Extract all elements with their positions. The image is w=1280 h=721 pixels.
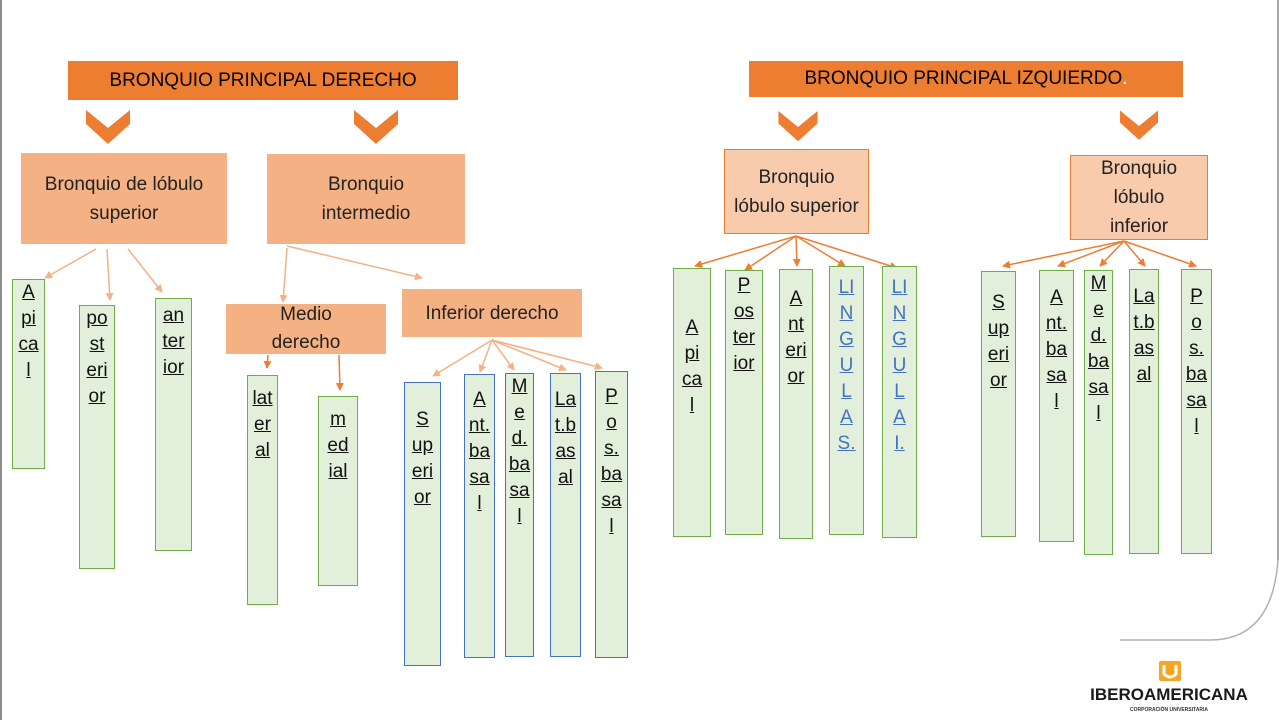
leaf-right-lower-lat-basal: Lat.basal [550,373,581,657]
right-main-bronchus-header: BRONQUIO PRINCIPAL IZQUIERDO. [749,61,1183,97]
chevron-down-icon [1120,110,1158,140]
leaf-left-lower-lat-basal: Lat.basal [1129,269,1159,554]
leaf-right-upper-anterior: anterior [155,298,192,551]
leaf-right-lower-superior: Superior [404,382,441,666]
leaf-left-upper-lingula-superior: LINGULAS. [829,266,864,535]
intermediate-bronchus-label: Bronquio intermedio [321,174,411,224]
lower-lobe-bronchus-left-label: Bronquio lóbulo inferior [1100,158,1178,237]
lower-lobe-right-label: Inferior derecho [425,302,559,324]
chevron-down-icon [354,110,398,144]
leaf-left-upper-anterior: Anterior [779,269,813,539]
left-main-bronchus-header: BRONQUIO PRINCIPAL DERECHO [68,61,458,100]
leaf-right-upper-posterior: posterior [79,305,115,569]
leaf-right-lower-med-basal: Med.basal [505,373,534,657]
intermediate-bronchus: Bronquio intermedio [267,154,465,244]
lower-lobe-bronchus-left: Bronquio lóbulo inferior [1070,155,1208,240]
leaf-right-lower-ant-basal: Ant.basal [464,374,495,658]
leaf-right-lower-pos-basal: Pos.basal [595,371,628,658]
upper-lobe-bronchus-right-label: Bronquio de lóbulo superior [44,173,204,224]
chevron-down-icon [778,111,818,142]
upper-lobe-bronchus-left-label: Bronquio lóbulo superior [734,166,859,217]
logo-name: IBEROAMERICANA [1090,685,1248,704]
logo-subtitle: CORPORACIÓN UNIVERSITARIA [1130,705,1208,713]
leaf-middle-medial: medial [318,396,358,586]
upper-lobe-bronchus-right: Bronquio de lóbulo superior [21,153,227,244]
leaf-middle-lateral: lateral [247,375,278,605]
leaf-left-upper-apical: Apical [673,268,711,537]
lower-lobe-right: Inferior derecho [402,289,582,337]
leaf-left-upper-lingula-inferior: LINGULAI. [882,266,917,538]
iberoamericana-logo: IBEROAMERICANA CORPORACIÓN UNIVERSITARIA [1078,660,1260,716]
leaf-left-lower-superior: Superior [981,271,1016,537]
leaf-left-lower-ant-basal: Ant.basal [1039,270,1074,542]
right-header-dot: . [1122,68,1128,89]
right-main-bronchus-title: BRONQUIO PRINCIPAL IZQUIERDO [804,68,1123,89]
logo-emblem: IBEROAMERICANA CORPORACIÓN UNIVERSITARIA [1090,661,1248,713]
left-main-bronchus-title: BRONQUIO PRINCIPAL DERECHO [109,69,417,91]
leaf-right-upper-apical: Apical [12,279,45,469]
middle-lobe-right-label: Medio derecho [271,304,341,353]
middle-lobe-right: Medio derecho [226,304,386,354]
leaf-left-upper-posterior: Posterior [725,270,763,535]
leaf-left-lower-med-basal: Med.basal [1084,270,1113,555]
chevron-down-icon [86,110,130,144]
leaf-left-lower-pos-basal: Pos.basal [1181,269,1212,554]
upper-lobe-bronchus-left: Bronquio lóbulo superior [724,149,869,234]
